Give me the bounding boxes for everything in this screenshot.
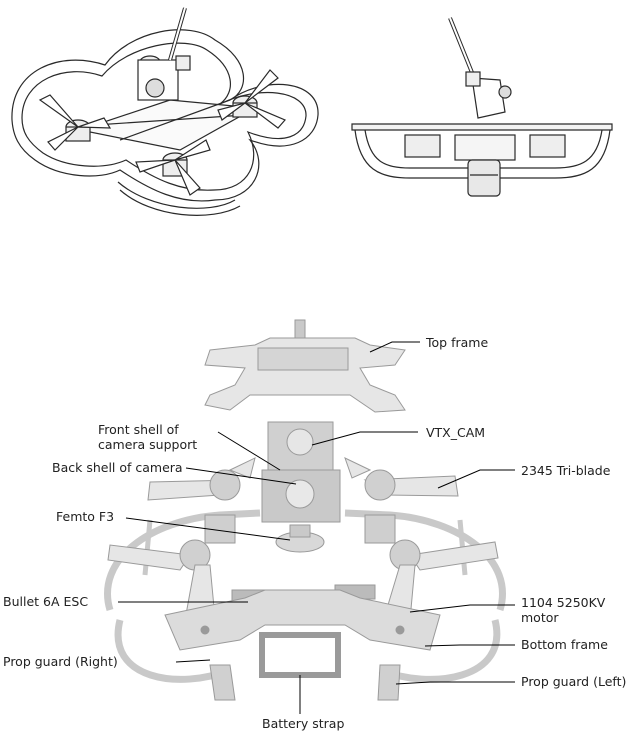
label-prop-guard-left: Prop guard (Left) (521, 674, 627, 689)
leader-guard-right (175, 659, 211, 663)
label-top-frame: Top frame (426, 335, 489, 350)
label-motor-2: motor (521, 610, 559, 625)
label-femto-f3: Femto F3 (56, 509, 115, 524)
label-back-shell: Back shell of camera (52, 460, 183, 475)
leader-back-shell (185, 467, 297, 485)
leader-tri-blade (437, 469, 515, 489)
label-motor-1: 1104 5250KV (521, 595, 606, 610)
label-battery-strap: Battery strap (262, 716, 345, 731)
leader-lines (118, 341, 515, 714)
leader-front-shell (217, 431, 281, 471)
leader-bottom-frame (424, 644, 515, 647)
leader-femto (125, 517, 291, 541)
label-bottom-frame: Bottom frame (521, 637, 608, 652)
drone-side-view (351, 17, 613, 197)
drone-isometric-view (11, 7, 319, 216)
leader-vtx-cam (311, 431, 418, 446)
drone-exploded-view (104, 319, 506, 701)
label-front-shell-1: Front shell of (98, 422, 179, 437)
leader-top-frame (369, 341, 420, 353)
leader-motor (409, 604, 515, 613)
label-front-shell-2: camera support (98, 437, 198, 452)
label-tri-blade: 2345 Tri-blade (521, 463, 611, 478)
label-prop-guard-right: Prop guard (Right) (3, 654, 118, 669)
leader-guard-left (395, 681, 515, 685)
label-vtx-cam: VTX_CAM (426, 425, 486, 440)
label-bullet-esc: Bullet 6A ESC (3, 594, 89, 609)
